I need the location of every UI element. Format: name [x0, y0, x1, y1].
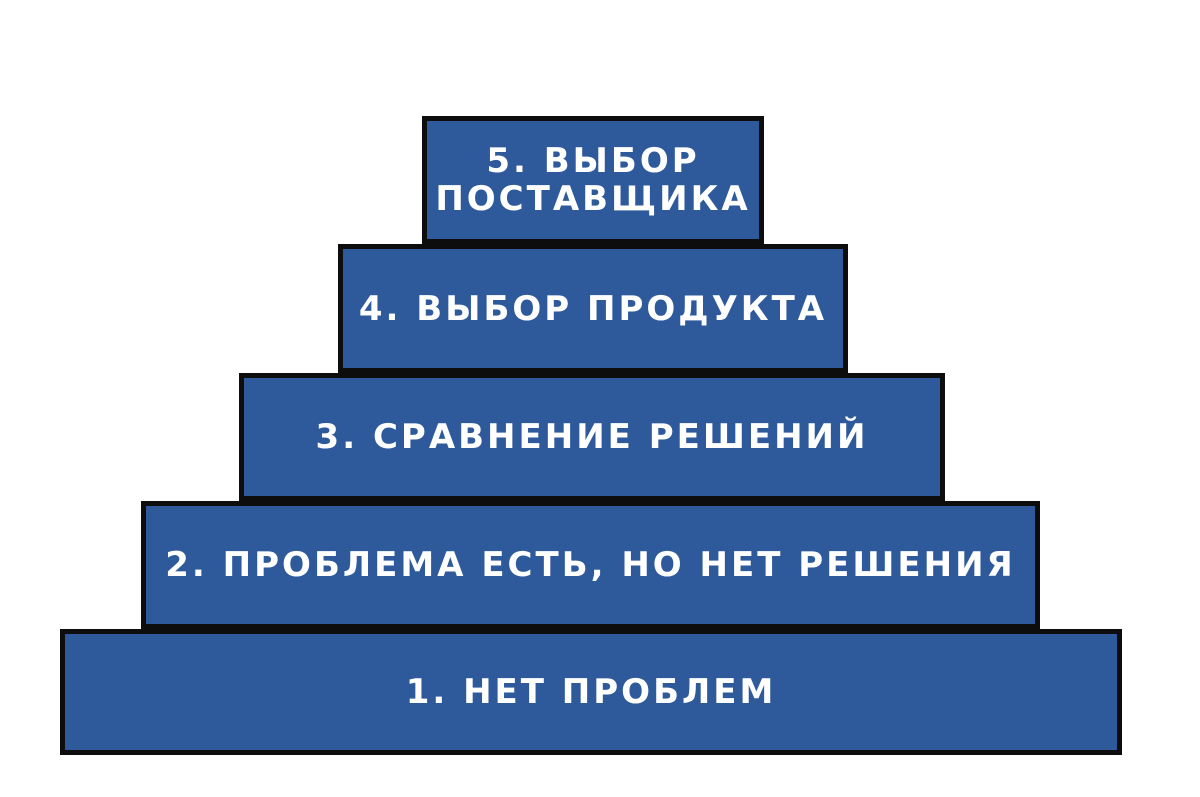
pyramid-level-5-label: 5. ВЫБОР ПОСТАВЩИКА [435, 141, 751, 219]
pyramid-level-4: 4. ВЫБОР ПРОДУКТА [338, 244, 848, 373]
pyramid-level-3: 3. СРАВНЕНИЕ РЕШЕНИЙ [239, 373, 945, 501]
pyramid-level-3-label: 3. СРАВНЕНИЕ РЕШЕНИЙ [315, 417, 869, 457]
pyramid-level-4-label: 4. ВЫБОР ПРОДУКТА [358, 288, 828, 329]
pyramid-level-1: 1. НЕТ ПРОБЛЕМ [60, 629, 1122, 755]
pyramid-level-2: 2. ПРОБЛЕМА ЕСТЬ, НО НЕТ РЕШЕНИЯ [141, 501, 1040, 629]
pyramid-level-2-label: 2. ПРОБЛЕМА ЕСТЬ, НО НЕТ РЕШЕНИЯ [165, 545, 1016, 585]
pyramid-level-5: 5. ВЫБОР ПОСТАВЩИКА [422, 116, 764, 244]
pyramid-level-1-label: 1. НЕТ ПРОБЛЕМ [405, 672, 777, 712]
